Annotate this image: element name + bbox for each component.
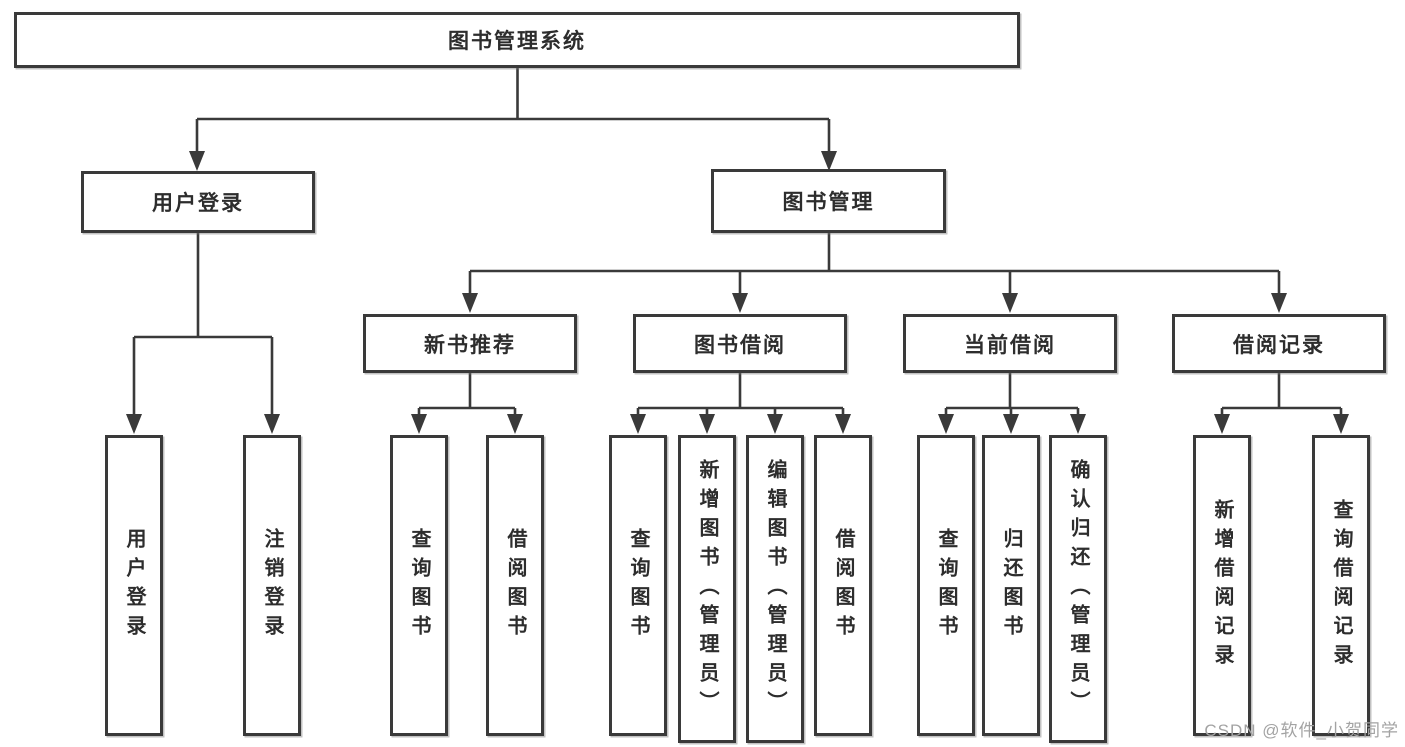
leaf-query-book: 查询图书 bbox=[390, 435, 448, 736]
node-label: 新书推荐 bbox=[424, 333, 516, 357]
node-user-login: 用户登录 bbox=[81, 171, 315, 233]
node-borrowing-records: 借阅记录 bbox=[1172, 314, 1386, 373]
leaf-label: 归还图书 bbox=[1000, 527, 1022, 644]
leaf-borrow-book: 借阅图书 bbox=[486, 435, 544, 736]
connector-user-login bbox=[132, 233, 274, 416]
node-book-management: 图书管理 bbox=[711, 169, 946, 233]
leaf-borrow-book: 借阅图书 bbox=[814, 435, 872, 736]
leaf-confirm-return-admin: 确认归还（管理员） bbox=[1049, 435, 1107, 743]
connector-new-book bbox=[417, 373, 517, 416]
node-label: 图书管理 bbox=[782, 191, 875, 214]
csdn-watermark: CSDN @软件_小贺同学 bbox=[1204, 721, 1399, 740]
node-label: 图书管理系统 bbox=[448, 30, 586, 53]
connector-book-mgmt bbox=[468, 233, 1281, 295]
node-label: 用户登录 bbox=[152, 192, 244, 215]
leaf-label: 用户登录 bbox=[123, 527, 145, 644]
connector-root bbox=[195, 66, 831, 153]
arrowheads-leaves bbox=[411, 414, 1349, 434]
leaf-label: 新增借阅记录 bbox=[1211, 498, 1233, 673]
leaf-add-borrow-record: 新增借阅记录 bbox=[1193, 435, 1251, 736]
node-library-management-system: 图书管理系统 bbox=[14, 12, 1020, 68]
leaf-label: 查询图书 bbox=[627, 527, 649, 644]
leaf-add-book-admin: 新增图书（管理员） bbox=[678, 435, 736, 743]
node-label: 借阅记录 bbox=[1233, 333, 1325, 357]
leaf-label: 借阅图书 bbox=[832, 527, 854, 644]
arrowheads-user-login bbox=[126, 414, 280, 434]
leaf-query-book: 查询图书 bbox=[917, 435, 975, 736]
connector-records bbox=[1220, 373, 1343, 416]
leaf-label: 注销登录 bbox=[261, 527, 283, 644]
leaf-label: 编辑图书（管理员） bbox=[764, 458, 786, 720]
node-label: 图书借阅 bbox=[694, 333, 786, 357]
leaf-logout: 注销登录 bbox=[243, 435, 301, 736]
leaf-label: 查询借阅记录 bbox=[1330, 498, 1352, 673]
leaf-query-book: 查询图书 bbox=[609, 435, 667, 736]
node-new-book-recommendation: 新书推荐 bbox=[363, 314, 577, 373]
node-label: 当前借阅 bbox=[964, 333, 1056, 357]
leaf-label: 确认归还（管理员） bbox=[1067, 458, 1089, 720]
node-book-borrowing: 图书借阅 bbox=[633, 314, 847, 373]
leaf-edit-book-admin: 编辑图书（管理员） bbox=[746, 435, 804, 743]
arrowheads-level3 bbox=[462, 293, 1287, 313]
leaf-label: 查询图书 bbox=[408, 527, 430, 644]
leaf-return-book: 归还图书 bbox=[982, 435, 1040, 736]
leaf-label: 借阅图书 bbox=[504, 527, 526, 644]
leaf-user-login: 用户登录 bbox=[105, 435, 163, 736]
connector-borrow bbox=[636, 373, 845, 416]
node-current-borrowing: 当前借阅 bbox=[903, 314, 1117, 373]
leaf-label: 新增图书（管理员） bbox=[696, 458, 718, 720]
arrowheads-level2 bbox=[189, 151, 837, 171]
leaf-label: 查询图书 bbox=[935, 527, 957, 644]
connector-current bbox=[944, 373, 1080, 416]
leaf-query-borrow-record: 查询借阅记录 bbox=[1312, 435, 1370, 736]
